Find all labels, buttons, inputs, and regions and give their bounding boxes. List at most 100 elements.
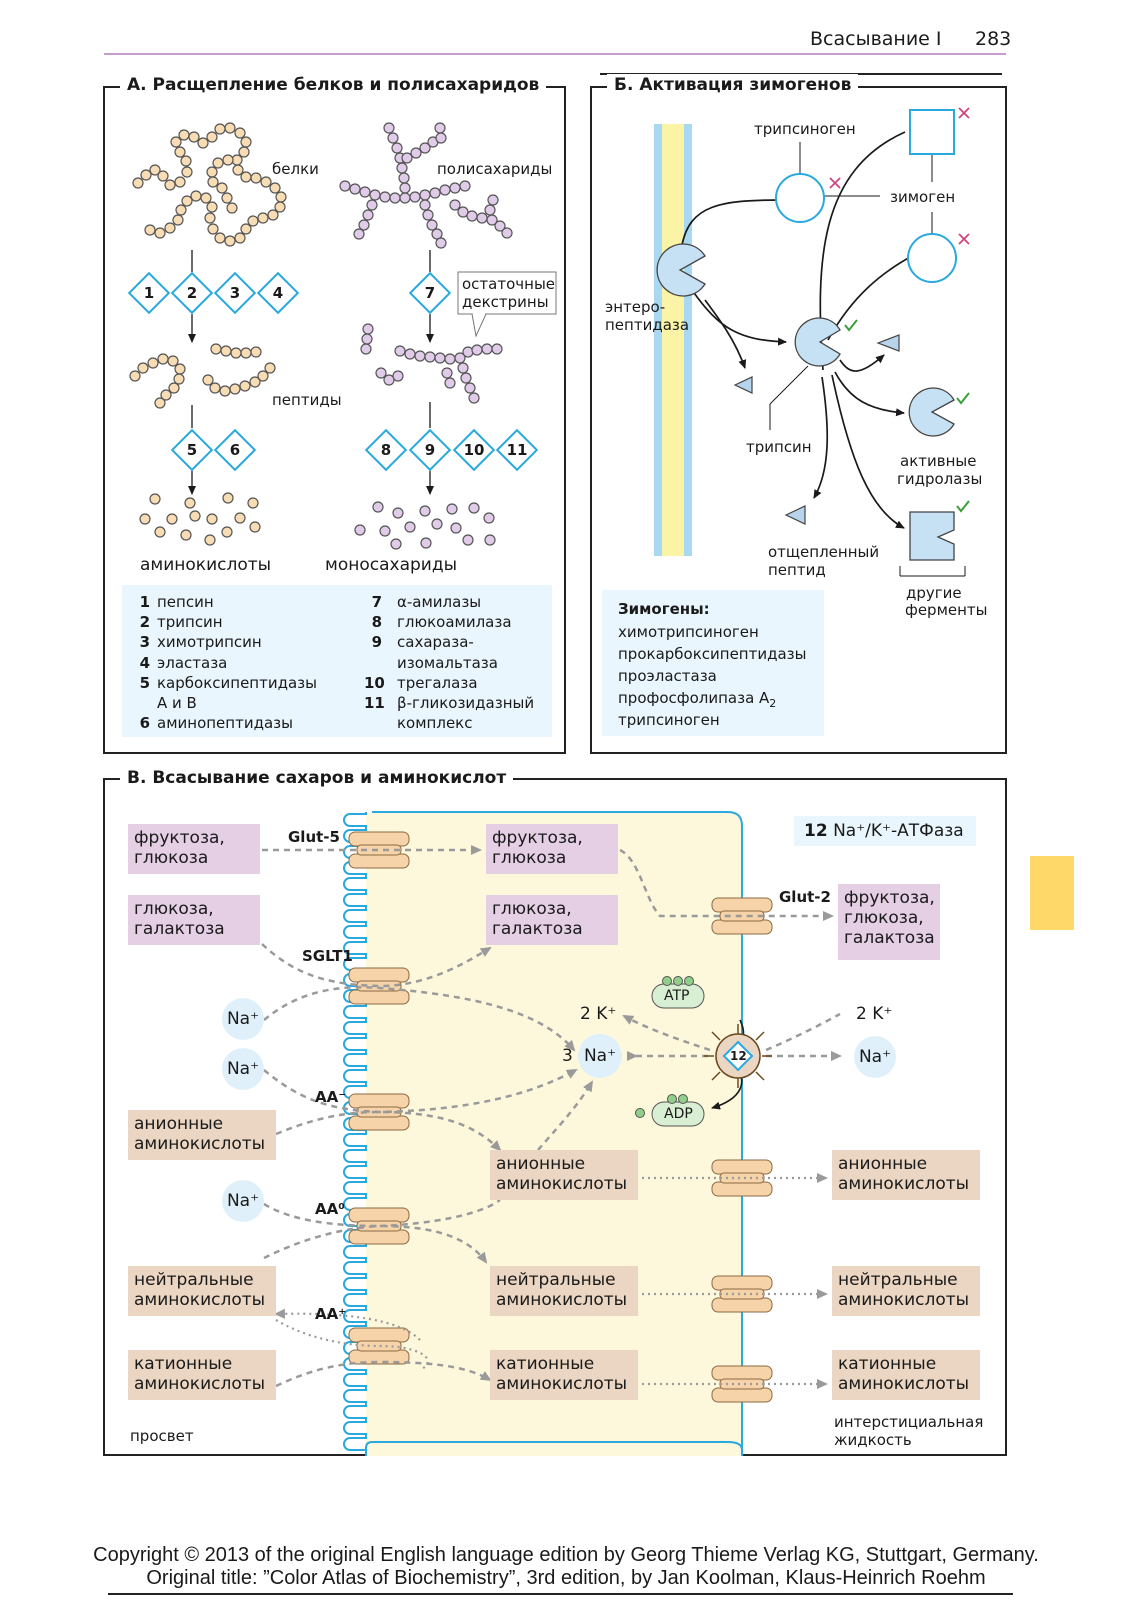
atp-label: ATP [664, 988, 690, 1004]
legend-text: эластаза [157, 653, 228, 672]
atpase-diamond-number: 12 [730, 1049, 747, 1063]
residual-dextrins-label-1: остаточные [462, 275, 556, 293]
zymogens-legend: Зимогены: химотрипсиноген прокарбоксипеп… [602, 590, 824, 736]
transporter-protein [711, 1365, 773, 1381]
protein-flow-arrows [188, 250, 434, 495]
polysaccharides-label: полисахариды [435, 160, 555, 178]
transporter-protein [348, 1327, 410, 1343]
transporter-protein [356, 1220, 402, 1232]
box-line: катионные [134, 1354, 233, 1374]
lumen-glucose-galactose-box: глюкоза,галактоза [128, 895, 260, 945]
legend-number: 10 [364, 673, 385, 692]
legend-text: трипсин [157, 613, 223, 632]
atpase-pump-icon [704, 1019, 772, 1110]
legend-text: химотрипсин [157, 633, 262, 652]
enzyme-diamond-number: 1 [143, 284, 155, 302]
cleaved-peptide-label-2: пептид [768, 561, 826, 579]
transporter-protein [356, 844, 402, 856]
box-line: глюкоза, [492, 899, 572, 919]
cleaved-peptide-label-1: отщепленный [768, 543, 880, 561]
box-line: аминокислоты [838, 1374, 970, 1394]
panel-b-title: Б. Активация зимогенов [607, 74, 859, 96]
enzyme-diamond-number: 6 [229, 441, 241, 459]
legend-number: 7 [371, 593, 382, 611]
zymogen-shapes [775, 109, 957, 283]
paracellular-dotted-arrows [274, 1173, 828, 1389]
box-line: нейтральные [838, 1270, 958, 1290]
legend-number: 5 [139, 673, 150, 692]
box-line: катионные [496, 1354, 595, 1374]
enteropeptidase-icon [656, 243, 706, 297]
legend-text: изомальтаза [397, 653, 498, 672]
box-line: глюкоза, [844, 908, 924, 928]
aa-zero-label: AA⁰ [315, 1200, 345, 1218]
legend-number: 6 [139, 714, 150, 733]
polysaccharide-chain-icon [339, 122, 513, 249]
box-line: аминокислоты [496, 1290, 628, 1310]
atpase-label: Na⁺/K⁺-АТФаза [833, 821, 964, 841]
lumen-fructose-glucose-box: фруктоза,глюкоза [128, 824, 260, 874]
legend-number: 9 [371, 633, 382, 652]
box-line: глюкоза, [134, 899, 214, 919]
glut2-label: Glut-2 [779, 888, 831, 906]
panel-a-title: А. Расщепление белков и полисахаридов [120, 74, 547, 96]
zymogen-item: трипсиноген [618, 711, 720, 729]
zymogens-heading: Зимогены: [618, 600, 710, 618]
transporter-protein [348, 831, 410, 847]
transporter-protein [348, 1115, 410, 1131]
dextrin-callout [457, 271, 557, 338]
box-line: аминокислоты [134, 1290, 266, 1310]
box-line: анионные [134, 1114, 224, 1134]
box-line: галактоза [134, 919, 225, 939]
amino-acids-label: аминокислоты [140, 555, 272, 575]
adp-label: ADP [664, 1106, 693, 1122]
dextrin-fragments-icon [360, 323, 503, 404]
transporter-protein [711, 1159, 773, 1175]
cell-glucose-galactose-box: глюкоза,галактоза [486, 895, 618, 945]
box-line: аминокислоты [496, 1374, 628, 1394]
cleaved-peptide-icons [733, 334, 900, 525]
box-line: глюкоза [492, 848, 567, 868]
transporter-protein [711, 1181, 773, 1197]
other-enzymes-label-2: ферменты [905, 601, 988, 619]
active-hydrolases-label-2: гидролазы [897, 470, 983, 488]
zymogen-item-text: профосфолипаза A [618, 689, 770, 707]
na-symbol: Na⁺ [583, 1046, 617, 1066]
transporter-protein [348, 1349, 410, 1365]
adp-molecule-icon [635, 1094, 705, 1127]
legend-number: 3 [139, 633, 150, 652]
active-hydrolase-icon [908, 387, 955, 437]
legend-number: 11 [364, 694, 385, 712]
transporter-protein [356, 1340, 402, 1352]
legend-text: А и В [157, 694, 197, 712]
legend-number: 8 [371, 613, 382, 632]
enteropeptidase-label-2: пептидаза [605, 316, 690, 334]
box-line: анионные [496, 1154, 586, 1174]
interstitial-label-1: интерстициальная [834, 1413, 984, 1431]
box-line: фруктоза, [134, 828, 225, 848]
legend-text: комплекс [397, 714, 473, 733]
sodium-ion-intracellular: 3 Na⁺ [562, 1034, 622, 1078]
glut5-label: Glut-5 [288, 828, 340, 846]
interstitial-sugars-box: фруктоза,глюкоза,галактоза [838, 884, 940, 960]
atpase-legend: 12 Na⁺/K⁺-АТФаза [794, 816, 976, 846]
enzyme-diamond-number: 11 [506, 441, 528, 459]
transporter-protein [711, 1275, 773, 1291]
other-enzymes-label-1: другие [906, 584, 962, 602]
legend-text: аминопептидазы [157, 714, 293, 733]
footer-rule [108, 1593, 1013, 1595]
sodium-ion: Na⁺ [222, 1048, 264, 1090]
box-line: фруктоза, [492, 828, 583, 848]
section-title: Всасывание I [810, 28, 942, 50]
legend-text: карбоксипептидазы [157, 673, 317, 692]
cell-fructose-glucose-box: фруктоза,глюкоза [486, 824, 618, 874]
na-count: 3 [562, 1046, 573, 1066]
